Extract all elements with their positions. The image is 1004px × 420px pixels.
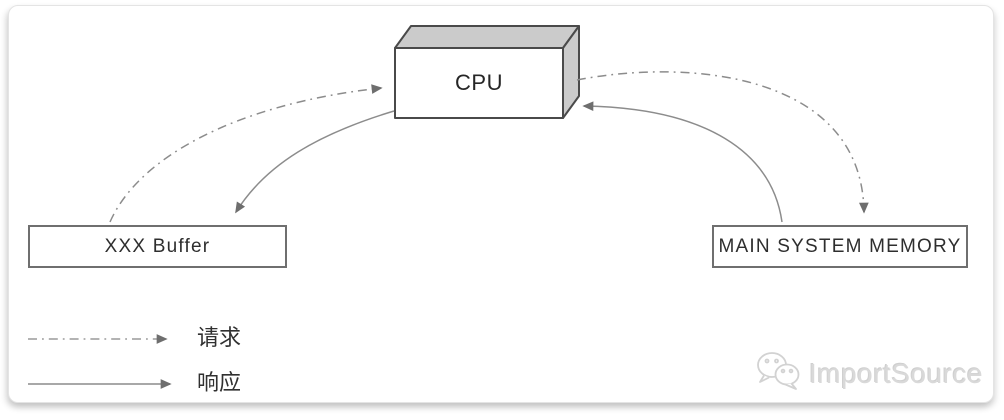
watermark: ImportSource [755,350,983,397]
main-system-memory-label: MAIN SYSTEM MEMORY [718,235,962,257]
cpu-label: CPU [455,70,503,95]
arrow-response-memory-to-cpu [582,101,783,223]
arrow-response-cpu-to-buffer [235,110,395,214]
cpu-3d-box [394,25,580,119]
wechat-icon [755,350,801,397]
cpu-front-face [394,47,564,119]
arrow-request-cpu-to-memory [576,71,869,214]
arrow-request-buffer-to-cpu [109,84,383,223]
buffer-node: XXX Buffer [28,225,287,268]
buffer-node-label: XXX Buffer [104,235,211,257]
main-system-memory-node: MAIN SYSTEM MEMORY [712,225,968,268]
legend-response-label: 响应 [197,371,242,396]
cpu-top-face [394,25,580,49]
watermark-text: ImportSource [809,357,984,389]
legend-request-label: 请求 [197,326,242,351]
